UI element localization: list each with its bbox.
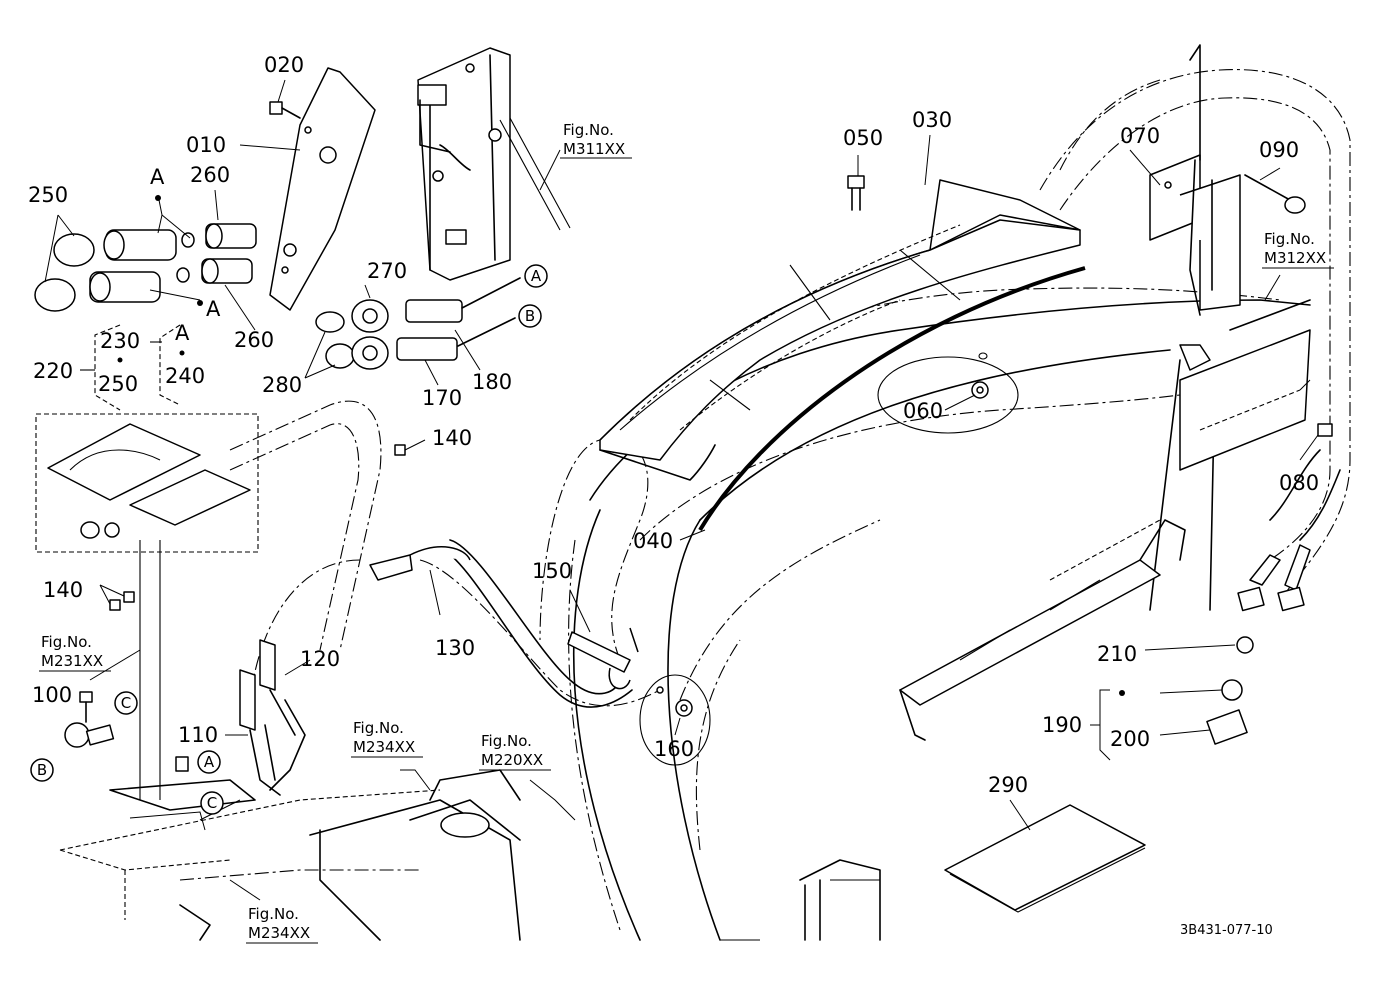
label-180: 180 <box>472 370 512 394</box>
fig-prefix-m311: Fig.No. <box>563 121 614 139</box>
clamp-130 <box>369 546 471 581</box>
slotted-bracket <box>899 519 1186 741</box>
callout-circles: A B C B A C <box>30 264 548 815</box>
fig-prefix-m234-bottom: Fig.No. <box>248 905 299 923</box>
label-240: 240 <box>165 364 205 388</box>
label-090: 090 <box>1259 138 1299 162</box>
label-250-top: 250 <box>28 183 68 207</box>
label-030: 030 <box>912 108 952 132</box>
adapters-170-180-270-280 <box>315 277 521 370</box>
couplers-right <box>1206 449 1341 745</box>
valve-block <box>417 47 571 281</box>
hydraulic-hoses <box>249 437 661 708</box>
circle-letter-c-bottom: C <box>207 794 217 812</box>
nut-060 <box>877 352 1019 434</box>
clamp-150 <box>567 627 639 690</box>
label-120: 120 <box>300 647 340 671</box>
couplers-250-260 <box>34 223 257 312</box>
fig-m231: M231XX <box>41 652 103 670</box>
kit-bracket-220 <box>80 324 181 411</box>
bolts-140 <box>109 444 406 772</box>
label-260-bottom: 260 <box>234 328 274 352</box>
label-050: 050 <box>843 126 883 150</box>
label-280: 280 <box>262 373 302 397</box>
label-230: 230 <box>100 329 140 353</box>
label-200: 200 <box>1110 727 1150 751</box>
label-260-top: 260 <box>190 163 230 187</box>
circle-letter-b-left: B <box>37 761 47 779</box>
label-010: 010 <box>186 133 226 157</box>
bolt-020 <box>269 101 301 119</box>
label-080: 080 <box>1279 471 1319 495</box>
plain-letter-labels: A A A <box>117 165 1125 696</box>
circle-letter-b-top: B <box>525 307 535 325</box>
label-270: 270 <box>367 259 407 283</box>
label-150: 150 <box>532 559 572 583</box>
manual-290 <box>944 804 1146 913</box>
kit-box-240 <box>35 413 259 553</box>
bolt-080 <box>1317 423 1333 437</box>
fig-m234-top: M234XX <box>353 738 415 756</box>
pin-090 <box>1244 174 1306 214</box>
floor-plate <box>59 769 521 941</box>
label-060: 060 <box>903 399 943 423</box>
circle-letter-a-bottom: A <box>204 753 215 771</box>
seal-strip-040 <box>698 266 1086 532</box>
circle-letter-a-top: A <box>531 267 542 285</box>
rops-frame <box>1039 69 1351 601</box>
label-040: 040 <box>633 529 673 553</box>
fig-prefix-m312: Fig.No. <box>1264 230 1315 248</box>
label-140-left: 140 <box>43 578 83 602</box>
label-250-kit: 250 <box>98 372 138 396</box>
label-290: 290 <box>988 773 1028 797</box>
clamp-110-120 <box>239 639 306 796</box>
leader-lines <box>44 79 1319 901</box>
fig-m220: M220XX <box>481 751 543 769</box>
label-220: 220 <box>33 359 73 383</box>
nut-160 <box>639 674 711 766</box>
fig-prefix-m220: Fig.No. <box>481 732 532 750</box>
fig-m234-bottom: M234XX <box>248 924 310 942</box>
label-070: 070 <box>1120 124 1160 148</box>
plate-010 <box>269 67 376 311</box>
label-190: 190 <box>1042 713 1082 737</box>
clip-100 <box>64 691 115 748</box>
letter-a-1: A <box>150 165 165 189</box>
label-140-top: 140 <box>432 426 472 450</box>
letter-a-3: A <box>175 321 190 345</box>
fig-m312: M312XX <box>1264 249 1326 267</box>
left-tube <box>139 400 382 800</box>
label-210: 210 <box>1097 642 1137 666</box>
label-100: 100 <box>32 683 72 707</box>
fig-prefix-m231: Fig.No. <box>41 633 92 651</box>
label-020: 020 <box>264 53 304 77</box>
bolt-050 <box>847 175 865 211</box>
label-110: 110 <box>178 723 218 747</box>
fig-prefix-m234-top: Fig.No. <box>353 719 404 737</box>
bracket-070 <box>1149 44 1241 316</box>
seat-bracket <box>799 859 881 941</box>
part-labels: 020 010 030 040 050 060 070 080 090 100 … <box>28 53 1319 797</box>
figure-references: Fig.No. M311XX Fig.No. M312XX Fig.No. M2… <box>39 121 1334 944</box>
letter-a-2: A <box>206 297 221 321</box>
right-post <box>1149 299 1311 611</box>
drawing-reference-code: 3B431-077-10 <box>1180 923 1273 938</box>
fig-m311: M311XX <box>563 140 625 158</box>
label-130: 130 <box>435 636 475 660</box>
label-160: 160 <box>654 737 694 761</box>
circle-letter-c-left: C <box>121 694 131 712</box>
fender-cover-030 <box>599 179 1081 481</box>
label-170: 170 <box>422 386 462 410</box>
